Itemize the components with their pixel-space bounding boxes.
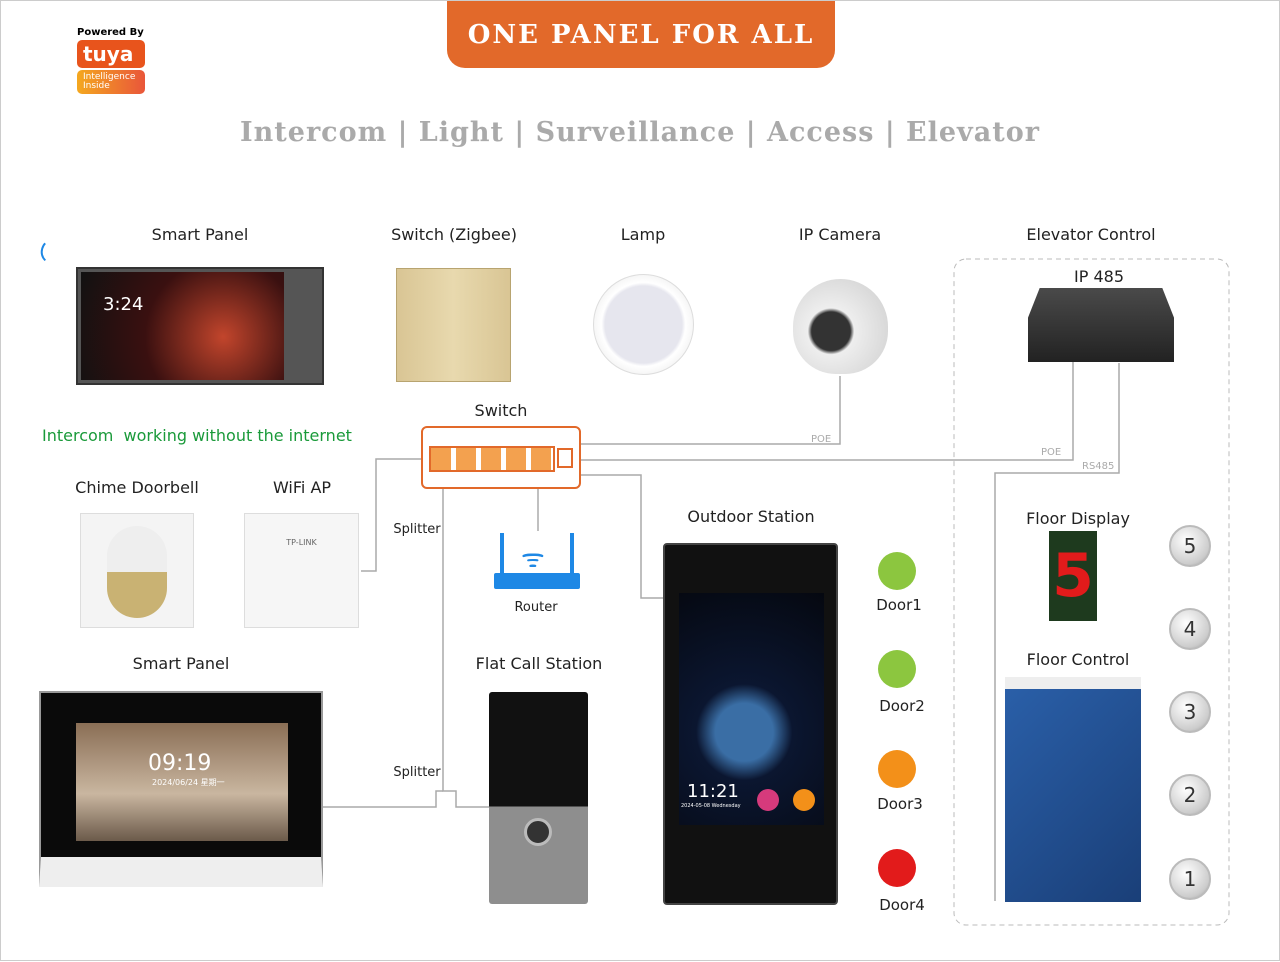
lamp (593, 274, 694, 375)
floor-display: 5 (1049, 531, 1097, 621)
poe-label-camera: POE (811, 434, 832, 445)
panel-bottom-clock: 09:19 (148, 751, 212, 776)
floor-display-value: 5 (1052, 541, 1094, 611)
panel-clock: 3:24 (103, 294, 144, 315)
smart-panel-top: 3:24 (76, 267, 324, 385)
floor-button-4[interactable]: 4 (1169, 608, 1211, 650)
elevator-control-label: Elevator Control (1026, 225, 1156, 244)
floor-control-board (1005, 677, 1141, 902)
door3-indicator (878, 750, 916, 788)
door1-label: Door1 (876, 596, 922, 614)
flat-call-station-label: Flat Call Station (475, 654, 603, 673)
door3-label: Door3 (877, 795, 923, 813)
floor-button-3[interactable]: 3 (1169, 691, 1211, 733)
splitter-label-2: Splitter (393, 765, 441, 780)
tp-link-brand: TP-LINK (286, 538, 317, 547)
zigbee-switch (396, 268, 511, 382)
lamp-label: Lamp (620, 225, 666, 244)
floor-display-label: Floor Display (1026, 509, 1130, 528)
panel-bottom-date: 2024/06/24 星期一 (152, 778, 225, 787)
network-switch (421, 426, 581, 489)
subtitle: Intercom | Light | Surveillance | Access… (240, 117, 1040, 148)
door2-label: Door2 (879, 697, 925, 715)
smart-panel-top-label: Smart Panel (151, 225, 249, 244)
floor-button-2[interactable]: 2 (1169, 774, 1211, 816)
ip-camera-label: IP Camera (798, 225, 882, 244)
outdoor-station: 11:21 2024-05-08 Wednesday (663, 543, 838, 905)
floor-button-5[interactable]: 5 (1169, 525, 1211, 567)
chime-doorbell (80, 513, 194, 628)
wifi-ap-label: WiFi AP (272, 478, 332, 497)
flat-call-station (489, 692, 588, 904)
rs485-label: RS485 (1082, 461, 1115, 472)
ip485-module (1028, 288, 1174, 362)
bell-icon[interactable] (793, 789, 815, 811)
banner-title: ONE PANEL FOR ALL (447, 1, 835, 68)
smart-panel-bottom: 09:19 2024/06/24 星期一 (39, 691, 323, 887)
poe-label-elevator: POE (1041, 447, 1062, 458)
floor-button-1[interactable]: 1 (1169, 858, 1211, 900)
switch-zigbee-label: Switch (Zigbee) (391, 225, 517, 244)
tuya-brand: tuya (77, 40, 145, 68)
router-label: Router (514, 600, 558, 615)
tuya-tagline: Intelligence Inside (77, 70, 145, 94)
outdoor-clock: 11:21 (687, 781, 739, 802)
tuya-logo: Powered By tuya Intelligence Inside (77, 27, 145, 94)
lock-icon[interactable] (757, 789, 779, 811)
door2-indicator (878, 650, 916, 688)
router-icon: ᯤ (494, 533, 580, 589)
wifi-ap: TP-LINK (244, 513, 359, 628)
ip-camera (793, 279, 888, 374)
door4-indicator (878, 849, 916, 887)
ip485-label: IP 485 (1074, 267, 1124, 286)
outdoor-station-label: Outdoor Station (687, 507, 815, 526)
powered-by: Powered By (77, 27, 144, 38)
switch-label: Switch (474, 401, 528, 420)
door1-indicator (878, 552, 916, 590)
smart-panel-bottom-label: Smart Panel (132, 654, 230, 673)
intercom-note: Intercom working without the internet (42, 426, 352, 445)
chime-label: Chime Doorbell (75, 478, 199, 497)
floor-control-label: Floor Control (1026, 650, 1130, 669)
door4-label: Door4 (879, 896, 925, 914)
outdoor-date: 2024-05-08 Wednesday (681, 803, 741, 809)
splitter-label-1: Splitter (393, 522, 441, 537)
